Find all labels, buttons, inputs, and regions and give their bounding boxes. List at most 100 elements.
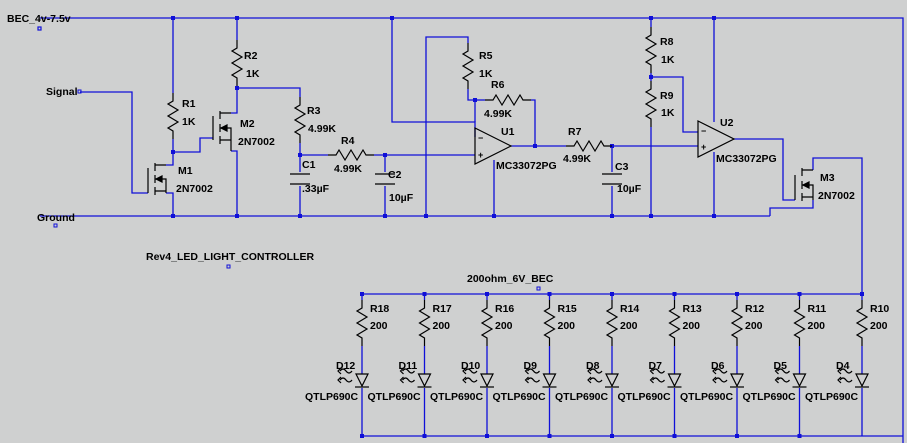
resistor-r7[interactable]: R7 4.99K: [563, 126, 613, 165]
capacitor-c3[interactable]: C3 10µF: [602, 161, 642, 195]
opamp-u1[interactable]: − + U1 MC33072PG: [474, 126, 557, 172]
opamp-u2[interactable]: − + U2 MC33072PG: [697, 117, 777, 165]
r2-value: 1K: [246, 68, 260, 80]
led-diode-ref: D4: [836, 360, 850, 372]
led-resistor: [793, 299, 806, 347]
light-arrow: [589, 377, 603, 383]
led-resistor-ref: R12: [745, 303, 764, 315]
led-resistor-value: 200: [433, 320, 451, 332]
m2-value: 2N7002: [238, 136, 275, 148]
led-diode-part: QTLP690C: [618, 391, 672, 403]
r7-value: 4.99K: [563, 153, 591, 165]
bottom-junction: [672, 434, 677, 438]
led-resistor-ref: R16: [495, 303, 514, 315]
led-diode-part: QTLP690C: [680, 391, 734, 403]
led-diode-ref: D5: [774, 360, 788, 372]
diode-body: [417, 373, 432, 388]
capacitor-c1[interactable]: C1 .33µF: [290, 159, 330, 195]
r9-ref: R9: [660, 90, 674, 102]
led-resistor-ref: R17: [433, 303, 452, 315]
diode-body: [730, 373, 744, 388]
bottom-junction: [485, 434, 489, 438]
light-arrow: [714, 368, 728, 374]
led-diode-part: QTLP690C: [805, 391, 859, 403]
u2-value: MC33072PG: [716, 153, 777, 165]
r8-value: 1K: [661, 54, 675, 66]
resistor-r8[interactable]: R8 1K: [645, 26, 675, 74]
light-arrow: [652, 377, 665, 383]
light-arrowhead: [462, 367, 467, 384]
light-arrowhead: [524, 367, 529, 384]
resistor-r5[interactable]: R5 1K: [462, 42, 493, 90]
r6-ref: R6: [491, 79, 505, 91]
led-diode-ref: D12: [336, 360, 355, 372]
led-diode-ref: D8: [586, 360, 600, 372]
bottom-junction: [422, 434, 427, 438]
led-diode-part: QTLP690C: [368, 391, 422, 403]
r7-ref: R7: [568, 126, 582, 138]
c2-value: 10µF: [389, 192, 414, 204]
led-resistor-value: 200: [745, 320, 763, 332]
bottom-junction: [610, 434, 614, 438]
board-revision-label: Rev4_LED_LIGHT_CONTROLLER: [146, 251, 314, 263]
resistor-r9[interactable]: R9 1K: [645, 80, 675, 128]
resistor-r4[interactable]: R4 4.99K: [327, 135, 375, 175]
light-arrow: [339, 368, 353, 374]
led-resistor: [356, 299, 368, 347]
r1-value: 1K: [182, 116, 196, 128]
resistor-r1[interactable]: R1 1K: [167, 92, 196, 140]
u2-ref: U2: [720, 117, 734, 129]
diode-body: [792, 373, 807, 388]
light-arrow: [714, 377, 728, 383]
light-arrowhead: [587, 367, 592, 384]
led-resistor-value: 200: [808, 320, 826, 332]
c3-ref: C3: [615, 161, 629, 173]
resistor-r3[interactable]: R3 4.99K: [294, 96, 336, 144]
mosfet-m2[interactable]: M2 2N7002: [212, 111, 275, 151]
light-arrow: [527, 377, 540, 383]
led-diode-part: QTLP690C: [305, 391, 359, 403]
ground-net-label: Ground: [37, 212, 75, 224]
light-arrowhead: [337, 367, 342, 384]
mosfet-m3[interactable]: M3 2N7002: [794, 168, 855, 202]
svg-text:+: +: [701, 142, 706, 152]
light-arrowhead: [837, 367, 842, 384]
u1-ref: U1: [501, 126, 515, 138]
light-arrowhead: [399, 367, 404, 384]
led-diode-part: QTLP690C: [555, 391, 609, 403]
led-resistor-ref: R18: [370, 303, 389, 315]
r4-ref: R4: [341, 135, 355, 147]
svg-text:+: +: [478, 150, 483, 160]
capacitor-c2[interactable]: C2 10µF: [375, 169, 414, 204]
c2-ref: C2: [388, 169, 402, 181]
resistor-r6[interactable]: R6 4.99K: [484, 79, 532, 120]
light-arrowhead: [774, 367, 779, 384]
led-diode-part: QTLP690C: [430, 391, 484, 403]
light-arrow: [589, 368, 603, 374]
light-arrow: [777, 368, 790, 374]
net-labels: BEC_4v-7.5v Signal Ground Rev4_LED_LIGHT…: [7, 13, 554, 291]
led-resistor: [856, 299, 868, 347]
led-diode-ref: D9: [524, 360, 538, 372]
mosfet-m1[interactable]: M1 2N7002: [147, 163, 213, 195]
resistor-r2[interactable]: R2 1K: [231, 39, 260, 87]
light-arrow: [402, 377, 415, 383]
led-resistor: [418, 299, 431, 347]
diode-body: [355, 373, 369, 388]
light-arrow: [464, 368, 478, 374]
diode-body: [542, 373, 557, 388]
r6-value: 4.99K: [484, 108, 512, 120]
m1-value: 2N7002: [176, 183, 213, 195]
led-resistor: [481, 299, 493, 347]
signal-net-label: Signal: [46, 86, 78, 98]
wires: [40, 17, 904, 443]
